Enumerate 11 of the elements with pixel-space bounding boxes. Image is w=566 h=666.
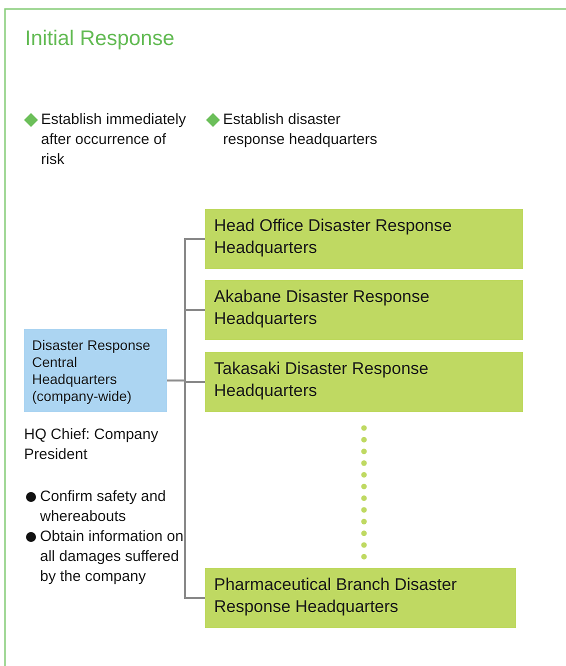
process-box: Akabane Disaster Response Headquarters [205,280,523,340]
process-box: Pharmaceutical Branch Disaster Response Headquarters [205,568,516,628]
note-text: Establish immediately after occurrence of risk [41,110,188,170]
bullet-text: Confirm safety and whereabouts [40,487,167,527]
central-box: Disaster Response Central Headquarters (company-wide) [24,329,167,412]
caption-text: HQ Chief: Company President [24,425,160,465]
bullet-text: Obtain information on all damages suffered by the company [40,527,184,587]
process-box: Head Office Disaster Response Headquarters [205,209,523,269]
process-box: Takasaki Disaster Response Headquarters [205,352,523,412]
note-text: Establish disaster response headquarters [223,110,378,150]
title: Initial Response [25,27,176,51]
